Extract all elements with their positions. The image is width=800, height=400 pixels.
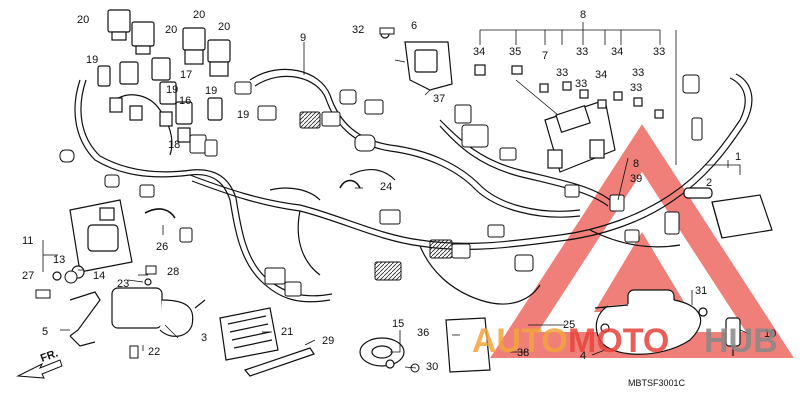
callout: 17 [180,69,192,81]
callout: 16 [179,95,191,107]
callout: 29 [322,335,334,347]
callout: 21 [281,326,293,338]
watermark-text: AUTO MOTO HUB [472,322,778,360]
callout: 34 [595,69,607,81]
callout: 20 [193,9,205,21]
callout: 35 [509,46,521,58]
callout: 19 [205,85,217,97]
strap-29 [243,347,315,377]
callout: 14 [93,270,105,282]
callout: 34 [473,46,485,58]
callout-labels: 20 20 20 20 19 19 19 19 17 18 16 9 32 6 … [22,9,776,373]
diagram-code: MBTSF3001C [628,378,686,388]
callout: 33 [632,67,644,79]
front-label: FR. [39,347,60,364]
callout: 36 [417,327,429,339]
callout: 30 [426,361,438,373]
callout: 19 [237,109,249,121]
watermark-auto: AUTO [472,322,568,360]
callout: 9 [300,32,306,44]
callout: 33 [575,78,587,90]
callout: 32 [352,24,364,36]
sensor-4 [594,289,741,356]
bolts [35,27,420,373]
igniter-assembly [52,199,133,281]
main-harness [74,68,753,305]
front-direction-arrow [16,359,63,379]
callout: 20 [165,24,177,36]
callout: 37 [433,93,445,105]
callout: 31 [695,285,707,297]
callout: 39 [630,173,642,185]
callout: 38 [517,347,529,359]
callout: 3 [201,332,207,344]
callout: 18 [168,139,180,151]
callout: 6 [411,20,417,32]
callout: 15 [392,318,404,330]
clips [144,179,361,219]
callout: 20 [77,14,89,26]
callout: 11 [22,235,33,247]
callout: 20 [218,21,230,33]
watermark-moto: MOTO [568,322,669,360]
callout: 1 [735,151,741,163]
callout: 8 [633,158,639,170]
callout: 7 [542,50,548,62]
bracket-part-6 [380,29,453,91]
callout: 24 [380,181,392,193]
callout: 33 [653,46,665,58]
callout: 27 [22,270,34,282]
plate-36 [445,317,491,373]
ecu-unit-21 [219,307,279,361]
callout: 5 [42,326,48,338]
callout: 33 [576,46,588,58]
leader-lines [42,22,751,369]
callout: 8 [580,9,586,21]
callout: 23 [117,278,129,290]
horn-15 [359,337,405,369]
watermark-hub: HUB [704,322,778,360]
harness-connectors [59,74,703,297]
callout: 25 [563,319,575,331]
fuse-box-unit [474,64,664,173]
callout: 13 [53,254,65,266]
callout: 10 [764,328,776,340]
callout: 34 [611,46,623,58]
relay-group [97,9,231,143]
callout: 19 [166,84,178,96]
ignition-coil [69,278,206,347]
callout: 4 [580,350,586,362]
callout: 33 [630,82,642,94]
callout: 22 [148,346,160,358]
callout: 28 [167,266,179,278]
callout: 2 [706,177,712,189]
callout: 26 [156,241,168,253]
control-unit-1 [683,187,773,239]
callout: 33 [556,67,568,79]
callout: 19 [86,54,98,66]
